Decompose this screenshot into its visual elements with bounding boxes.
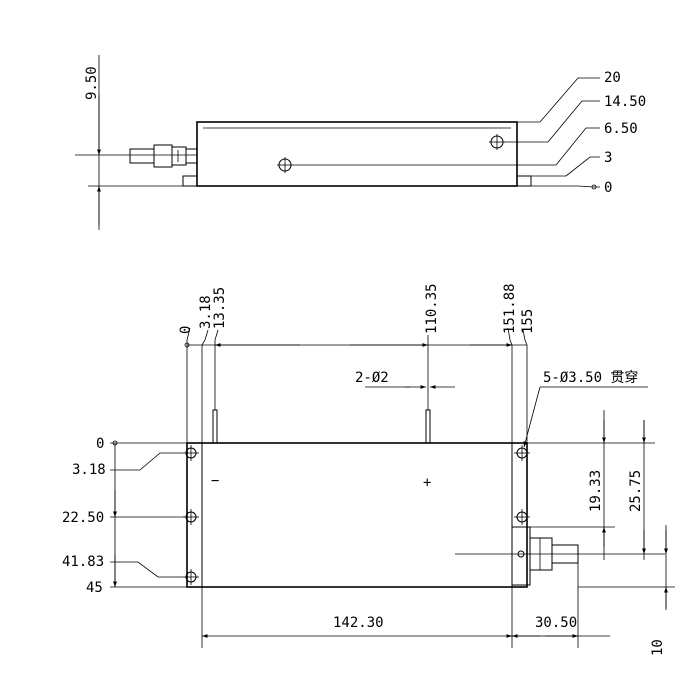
side-view: 9.50 20 14.50 6.50 3 0 <box>75 55 646 230</box>
side-connector <box>129 144 198 168</box>
pin-minus <box>212 409 218 444</box>
side-dim-14-50: 14.50 <box>604 94 646 110</box>
side-dim-9-50: 9.50 <box>84 66 100 100</box>
mount-hole-4 <box>514 445 530 461</box>
mount-hole-3 <box>183 569 199 585</box>
mount-hole-2 <box>183 509 199 525</box>
top-dim-110-35: 110.35 <box>424 283 440 334</box>
mount-callout: 5-Ø3.50 贯穿 <box>543 370 638 386</box>
left-dim-3-18: 3.18 <box>72 462 106 478</box>
side-hole-right <box>489 134 505 150</box>
bottom-dim-142-30: 142.30 <box>333 615 384 631</box>
top-dim-151-88: 151.88 <box>502 283 518 334</box>
side-right-dims <box>293 77 600 190</box>
side-dim-20: 20 <box>604 70 621 86</box>
top-dim-155: 155 <box>520 309 536 334</box>
bottom-dim-30-50: 30.50 <box>535 615 577 631</box>
side-dim-0: 0 <box>604 180 612 196</box>
side-foot-right <box>516 175 532 187</box>
side-dim-6-50: 6.50 <box>604 121 638 137</box>
side-dim-3: 3 <box>604 150 612 166</box>
top-dim-3-18: 3.18 <box>198 295 214 329</box>
mount-hole-5 <box>514 509 530 525</box>
top-dim-13-35: 13.35 <box>212 287 228 329</box>
left-dim-41-83: 41.83 <box>62 554 104 570</box>
pins-callout: 2-Ø2 <box>355 370 389 386</box>
top-dim-0: 0 <box>178 326 194 334</box>
pin-plus <box>425 409 431 444</box>
far-right-dim-10: 10 <box>650 639 666 656</box>
side-body <box>196 121 518 187</box>
left-dim-22-50: 22.50 <box>62 510 104 526</box>
left-dim-0: 0 <box>96 436 104 452</box>
top-view: − + 0 3.18 13.35 110.35 151.88 <box>62 283 675 656</box>
mount-hole-1 <box>183 445 199 461</box>
side-hole-center <box>277 157 293 173</box>
plus-label: + <box>423 475 431 491</box>
top-connector <box>511 526 579 586</box>
right-dim-25-75: 25.75 <box>628 470 644 512</box>
right-dim-19-33: 19.33 <box>588 470 604 512</box>
top-body <box>186 442 528 588</box>
minus-label: − <box>211 473 219 489</box>
side-foot-left <box>182 175 198 187</box>
left-dim-45: 45 <box>86 580 103 596</box>
